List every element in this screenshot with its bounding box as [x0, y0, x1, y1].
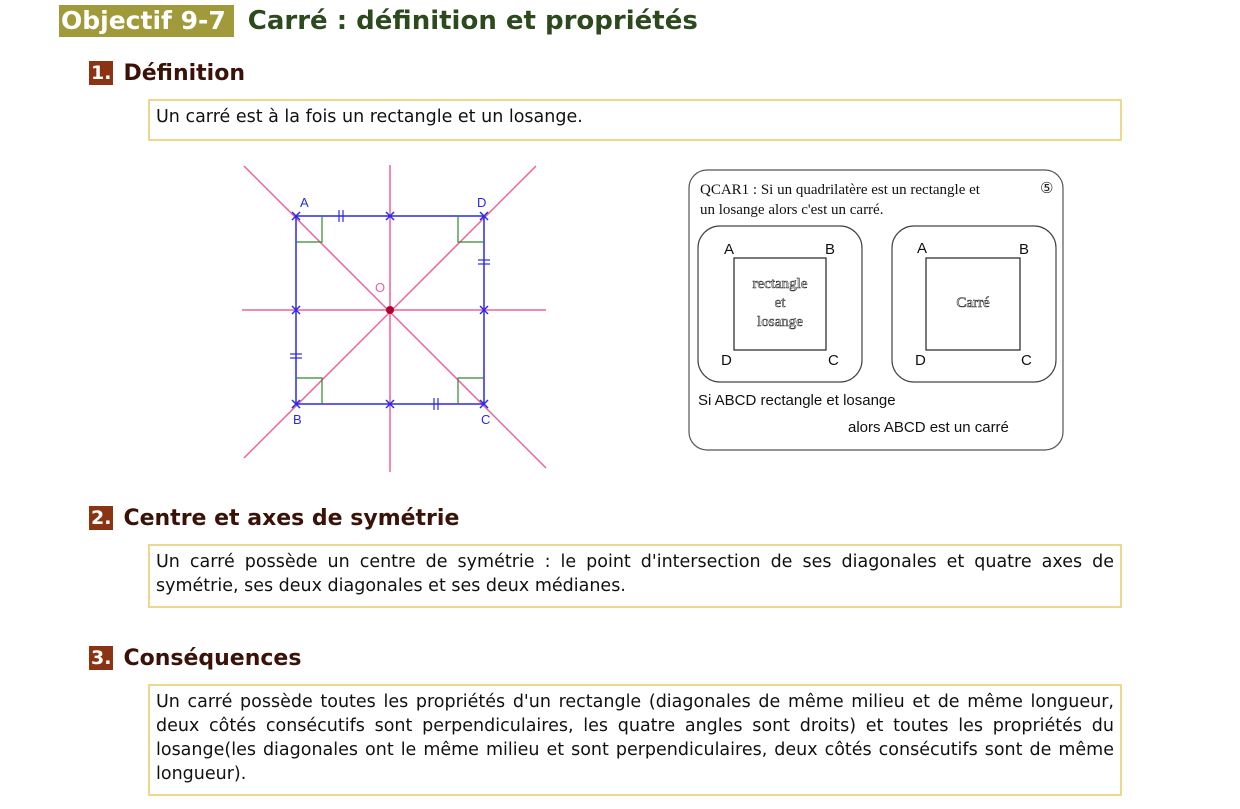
qcar1-heading-line2: un losange alors c'est un carré. [700, 202, 883, 218]
right-label-d: D [915, 352, 926, 369]
section-2-heading: 2. Centre et axes de symétrie [89, 505, 459, 531]
section-number: 1. [89, 61, 114, 85]
circled-five-badge: ⑤ [1040, 179, 1053, 197]
section-1-heading: 1. Définition [89, 60, 245, 86]
left-text-rectangle: rectangle [753, 276, 808, 292]
vertex-label-b: B [293, 412, 302, 427]
section-3-heading: 3. Conséquences [89, 645, 301, 671]
qcar1-card-frame [688, 169, 1064, 451]
page-header: Objectif 9-7 Carré : définition et propr… [59, 4, 698, 38]
square-symmetry-figure: A D B C O [242, 165, 547, 472]
section-number: 3. [89, 646, 114, 670]
section-title: Centre et axes de symétrie [123, 505, 460, 531]
right-label-b: B [1019, 241, 1029, 258]
qcar1-caption-line1: Si ABCD rectangle et losange [698, 392, 896, 409]
right-rounded-frame [891, 225, 1057, 383]
right-square [925, 257, 1021, 351]
left-label-a: A [724, 241, 734, 258]
qcar1-caption-line2: alors ABCD est un carré [848, 419, 1009, 436]
consequences-box: Un carré possède toutes les propriétés d… [148, 684, 1122, 796]
qcar1-heading-line1: QCAR1 : Si un quadrilatère est un rectan… [700, 182, 981, 198]
left-quadrilateral [733, 257, 827, 351]
center-label-o: O [375, 280, 385, 295]
left-label-d: D [721, 352, 732, 369]
vertex-label-d: D [477, 195, 486, 210]
left-text-et: et [775, 295, 787, 311]
qcar1-figure: QCAR1 : Si un quadrilatère est un rectan… [688, 169, 1064, 451]
left-label-b: B [825, 241, 835, 258]
symmetry-box: Un carré possède un centre de symétrie :… [148, 544, 1122, 608]
right-label-c: C [1021, 352, 1032, 369]
diagonal-axis-ac [243, 165, 547, 469]
symmetry-axes [242, 165, 547, 472]
vertex-label-c: C [481, 412, 490, 427]
page-title: Carré : définition et propriétés [247, 6, 698, 36]
left-text-losange: losange [757, 314, 803, 330]
right-text-carre: Carré [956, 295, 990, 311]
left-label-c: C [828, 352, 839, 369]
vertex-label-a: A [300, 195, 309, 210]
consequences-text: Un carré possède toutes les propriétés d… [156, 692, 1114, 784]
symmetry-text: Un carré possède un centre de symétrie :… [156, 552, 1114, 596]
definition-text: Un carré est à la fois un rectangle et u… [156, 107, 583, 127]
equal-length-marks [290, 210, 490, 410]
center-point-o [386, 306, 394, 314]
section-title: Conséquences [123, 645, 302, 671]
definition-box: Un carré est à la fois un rectangle et u… [148, 99, 1122, 141]
objective-tag: Objectif 9-7 [59, 5, 234, 37]
section-number: 2. [89, 506, 114, 530]
left-rounded-frame [697, 225, 863, 383]
right-angle-marks [296, 216, 484, 404]
vertex-and-midpoint-crosses [291, 211, 489, 409]
section-title: Définition [123, 60, 245, 86]
right-label-a: A [917, 240, 927, 257]
